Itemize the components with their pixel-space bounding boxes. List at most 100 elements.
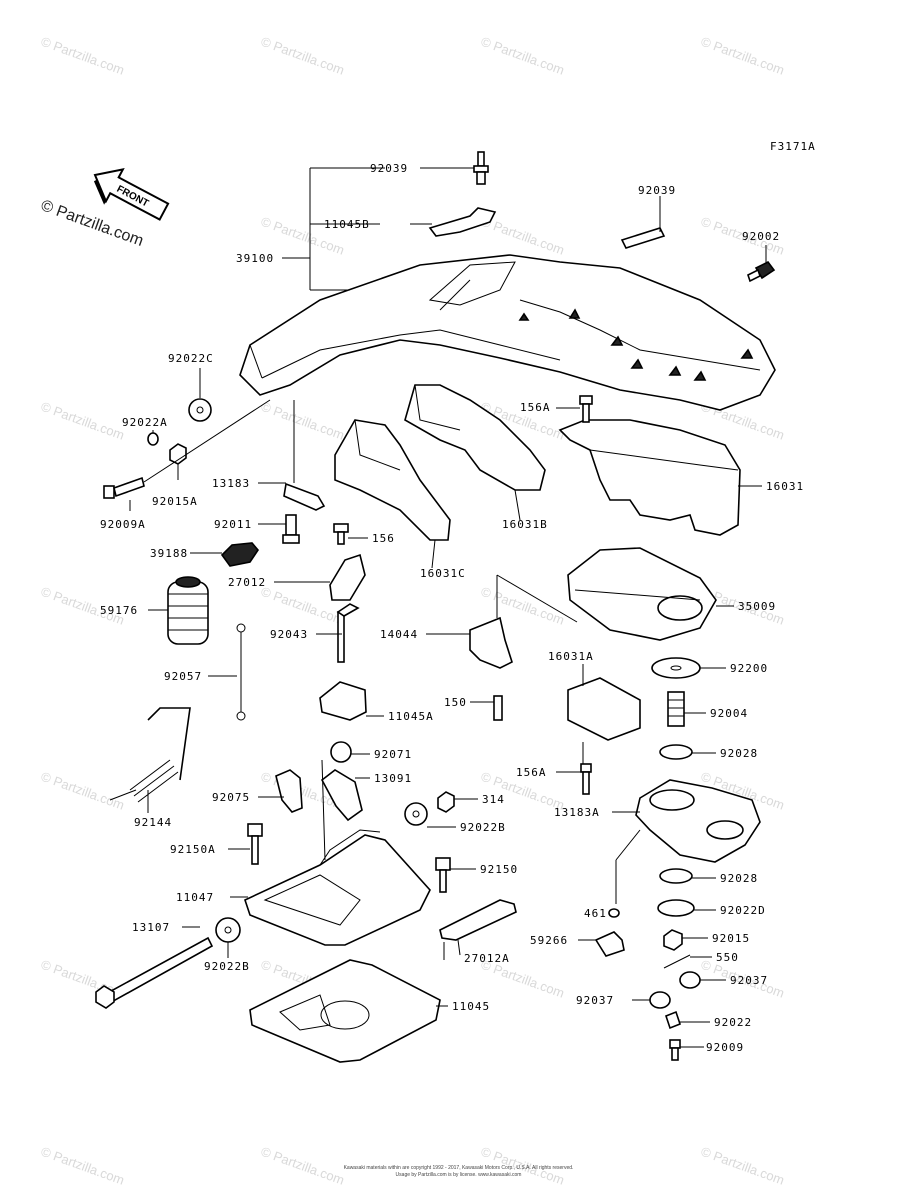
part-label: 27012A bbox=[464, 952, 510, 965]
bracket-35009 bbox=[567, 547, 717, 641]
part-label: 92144 bbox=[134, 816, 172, 829]
pin-550 bbox=[663, 954, 691, 969]
bolt-156 bbox=[333, 523, 349, 545]
bolt-13107 bbox=[95, 936, 214, 1009]
part-label: 59176 bbox=[100, 604, 138, 617]
part-label: 92022A bbox=[122, 416, 168, 429]
spring-92144 bbox=[109, 707, 191, 803]
spacer-92004 bbox=[667, 691, 685, 727]
bracket-11045a bbox=[319, 681, 367, 721]
clamp-92037 bbox=[679, 971, 701, 989]
part-label: 13107 bbox=[132, 921, 170, 934]
part-label: 92071 bbox=[374, 748, 412, 761]
part-label: 92015A bbox=[152, 495, 198, 508]
pad-39188 bbox=[220, 542, 260, 567]
part-label: 92022B bbox=[460, 821, 506, 834]
bushing-92071 bbox=[330, 741, 352, 763]
bolt-92009 bbox=[669, 1039, 681, 1061]
part-label: 92009 bbox=[706, 1041, 744, 1054]
bolt-92011 bbox=[282, 514, 300, 544]
part-label: 92002 bbox=[742, 230, 780, 243]
part-label: 92011 bbox=[214, 518, 252, 531]
part-label: 92004 bbox=[710, 707, 748, 720]
figure-code: F3171A bbox=[770, 140, 816, 153]
part-label: 150 bbox=[444, 696, 467, 709]
copyright-line: Usage by Partzilla.com is by license. ww… bbox=[395, 1172, 522, 1178]
part-label: 156A bbox=[520, 401, 551, 414]
part-label: 92039 bbox=[370, 162, 408, 175]
clamp-92037-lower bbox=[649, 991, 671, 1009]
cable-92057 bbox=[236, 623, 246, 721]
part-label: 11045B bbox=[324, 218, 370, 231]
part-label: 92039 bbox=[638, 184, 676, 197]
washer-92028 bbox=[659, 744, 693, 760]
watermark: © Partzilla.com bbox=[39, 34, 126, 78]
nut-314 bbox=[437, 791, 455, 813]
part-label: 92022C bbox=[168, 352, 214, 365]
part-label: 92150 bbox=[480, 863, 518, 876]
tray-16031b bbox=[404, 384, 546, 491]
part-label: 92150A bbox=[170, 843, 216, 856]
part-labels: 92039 11045B 39100 92039 92002 92022C 92… bbox=[100, 162, 803, 1054]
part-label: 13183A bbox=[554, 806, 600, 819]
watermark: © Partzilla.com bbox=[699, 34, 786, 78]
leader-lines bbox=[129, 167, 767, 1048]
part-label: 39100 bbox=[236, 252, 274, 265]
part-label: 39188 bbox=[150, 547, 188, 560]
part-label: 92015 bbox=[712, 932, 750, 945]
watermark: © Partzilla.com bbox=[479, 214, 566, 258]
plate-13183a bbox=[635, 779, 761, 863]
washer-92028-lower bbox=[659, 868, 693, 884]
part-label: 156 bbox=[372, 532, 395, 545]
bolt-92009a bbox=[103, 476, 145, 499]
boot-59176 bbox=[167, 576, 209, 645]
hood-cover-39100 bbox=[239, 254, 776, 411]
strap-13183 bbox=[283, 482, 326, 511]
washer-92022d bbox=[657, 899, 695, 917]
nut-92015a bbox=[169, 443, 187, 465]
block-16031a bbox=[567, 677, 641, 741]
front-arrow-icon: FRONT bbox=[93, 168, 170, 221]
part-label: 92028 bbox=[720, 872, 758, 885]
part-label: 314 bbox=[482, 793, 505, 806]
watermark: © Partzilla.com bbox=[259, 34, 346, 78]
part-label: 92200 bbox=[730, 662, 768, 675]
clip-27012a bbox=[439, 899, 517, 941]
part-label: 92022B bbox=[204, 960, 250, 973]
part-label: 461 bbox=[584, 907, 607, 920]
bolt-156a-top bbox=[579, 395, 593, 423]
tray-16031c bbox=[334, 419, 451, 541]
copyright-notice: Kawasaki materials within are copyright … bbox=[0, 1165, 917, 1179]
part-label: 35009 bbox=[738, 600, 776, 613]
bolt-92150a bbox=[247, 823, 263, 865]
base-11047 bbox=[244, 829, 431, 946]
part-label: 13091 bbox=[374, 772, 412, 785]
shaft-92043 bbox=[336, 603, 360, 663]
copyright-line: Kawasaki materials within are copyright … bbox=[343, 1165, 574, 1171]
part-label: 92043 bbox=[270, 628, 308, 641]
part-label: 156A bbox=[516, 766, 547, 779]
lever-92075 bbox=[275, 769, 303, 813]
part-label: 92057 bbox=[164, 670, 202, 683]
bolt-92150 bbox=[435, 857, 451, 893]
washer-92022a bbox=[147, 432, 159, 446]
watermark: © Partzilla.com bbox=[259, 399, 346, 443]
bolt-156a-lower bbox=[580, 763, 592, 795]
fitting-59266 bbox=[594, 931, 625, 957]
part-label: 92022 bbox=[714, 1016, 752, 1029]
nut-92015 bbox=[663, 929, 683, 951]
part-label: 16031A bbox=[548, 650, 594, 663]
part-label: 92009A bbox=[100, 518, 146, 531]
part-label: 13183 bbox=[212, 477, 250, 490]
part-label: 14044 bbox=[380, 628, 418, 641]
part-label: 27012 bbox=[228, 576, 266, 589]
part-label: 92022D bbox=[720, 904, 766, 917]
washer-92022 bbox=[665, 1010, 681, 1030]
pin-92039-right bbox=[620, 227, 666, 249]
part-label: 16031C bbox=[420, 567, 466, 580]
part-label: 550 bbox=[716, 951, 739, 964]
watermark: © Partzilla.com bbox=[479, 34, 566, 78]
part-label: 92037 bbox=[576, 994, 614, 1007]
part-label: 92075 bbox=[212, 791, 250, 804]
